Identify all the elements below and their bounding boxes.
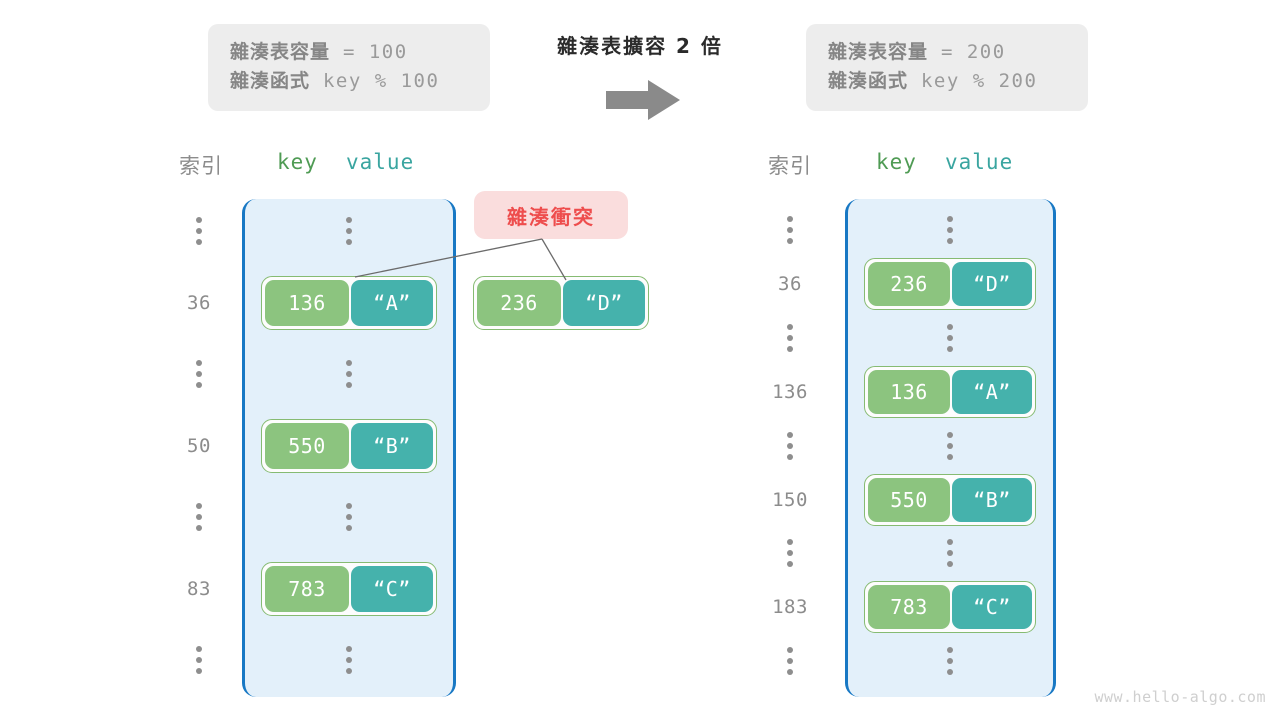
key-value-pair[interactable]: 550“B”: [261, 418, 437, 473]
index-label: 83: [187, 577, 211, 600]
bucket-ellipsis: [947, 216, 953, 244]
pair-value: “D”: [952, 261, 1032, 306]
bucket-ellipsis: [947, 431, 953, 460]
capacity-line-after: 雜湊表容量 = 200: [828, 38, 1066, 67]
index-label: 150: [772, 488, 808, 511]
colliding-pair-value: “D”: [563, 280, 645, 326]
collision-badge: 雜湊衝突: [474, 191, 628, 239]
bucket-ellipsis: [947, 323, 953, 352]
pair-key: 136: [868, 369, 950, 414]
index-ellipsis: [787, 323, 793, 352]
info-box-before: 雜湊表容量 = 100 雜湊函式 key % 100: [208, 24, 490, 111]
left-header-index: 索引: [179, 154, 223, 178]
right-arrow-icon: [606, 80, 680, 120]
function-value-after: key % 200: [908, 70, 1038, 93]
capacity-label-before: 雜湊表容量: [230, 41, 331, 63]
key-value-pair[interactable]: 783“C”: [261, 561, 437, 616]
key-value-pair[interactable]: 236“D”: [864, 257, 1036, 310]
pair-key: 550: [265, 422, 349, 469]
info-box-after: 雜湊表容量 = 200 雜湊函式 key % 200: [806, 24, 1088, 111]
pair-key: 783: [265, 565, 349, 612]
function-line-after: 雜湊函式 key % 200: [828, 67, 1066, 96]
pair-value: “A”: [952, 369, 1032, 414]
index-ellipsis: [196, 360, 202, 388]
capacity-value-before: = 100: [330, 41, 408, 63]
pair-value: “A”: [351, 279, 433, 326]
transition-title: 雜湊表擴容 2 倍: [557, 34, 723, 58]
colliding-pair-key: 236: [477, 280, 561, 326]
index-ellipsis: [196, 646, 202, 674]
function-label-before: 雜湊函式: [230, 70, 311, 93]
bucket-ellipsis: [346, 503, 352, 531]
key-value-pair[interactable]: 550“B”: [864, 473, 1036, 526]
index-label: 136: [772, 380, 808, 403]
index-label: 36: [187, 291, 211, 314]
pair-value: “B”: [952, 477, 1032, 522]
capacity-line-before: 雜湊表容量 = 100: [230, 38, 468, 67]
pair-key: 550: [868, 477, 950, 522]
function-line-before: 雜湊函式 key % 100: [230, 67, 468, 96]
key-value-pair[interactable]: 136“A”: [261, 275, 437, 330]
index-ellipsis: [196, 503, 202, 531]
index-ellipsis: [787, 647, 793, 676]
watermark: www.hello-algo.com: [1094, 688, 1266, 706]
right-header-key: key: [876, 150, 917, 174]
function-value-before: key % 100: [310, 70, 440, 93]
capacity-value-after: = 200: [928, 41, 1006, 63]
pair-key: 783: [868, 585, 950, 630]
key-value-pair[interactable]: 136“A”: [864, 365, 1036, 418]
index-ellipsis: [787, 539, 793, 568]
index-ellipsis: [787, 431, 793, 460]
left-header-value: value: [346, 150, 415, 174]
index-ellipsis: [196, 217, 202, 245]
pair-value: “C”: [952, 585, 1032, 630]
pair-key: 136: [265, 279, 349, 326]
capacity-label-after: 雜湊表容量: [828, 41, 929, 63]
left-header-key: key: [277, 150, 318, 174]
bucket-ellipsis: [947, 539, 953, 568]
index-label: 50: [187, 434, 211, 457]
bucket-ellipsis: [947, 647, 953, 676]
index-label: 183: [772, 596, 808, 619]
pair-value: “B”: [351, 422, 433, 469]
bucket-ellipsis: [346, 360, 352, 388]
right-header-index: 索引: [768, 154, 812, 178]
colliding-pair[interactable]: 236 “D”: [473, 276, 649, 330]
function-label-after: 雜湊函式: [828, 70, 909, 93]
bucket-ellipsis: [346, 646, 352, 674]
bucket-ellipsis: [346, 217, 352, 245]
index-label: 36: [778, 272, 802, 295]
key-value-pair[interactable]: 783“C”: [864, 581, 1036, 634]
pair-value: “C”: [351, 565, 433, 612]
pair-key: 236: [868, 261, 950, 306]
right-header-value: value: [945, 150, 1014, 174]
index-ellipsis: [787, 216, 793, 244]
